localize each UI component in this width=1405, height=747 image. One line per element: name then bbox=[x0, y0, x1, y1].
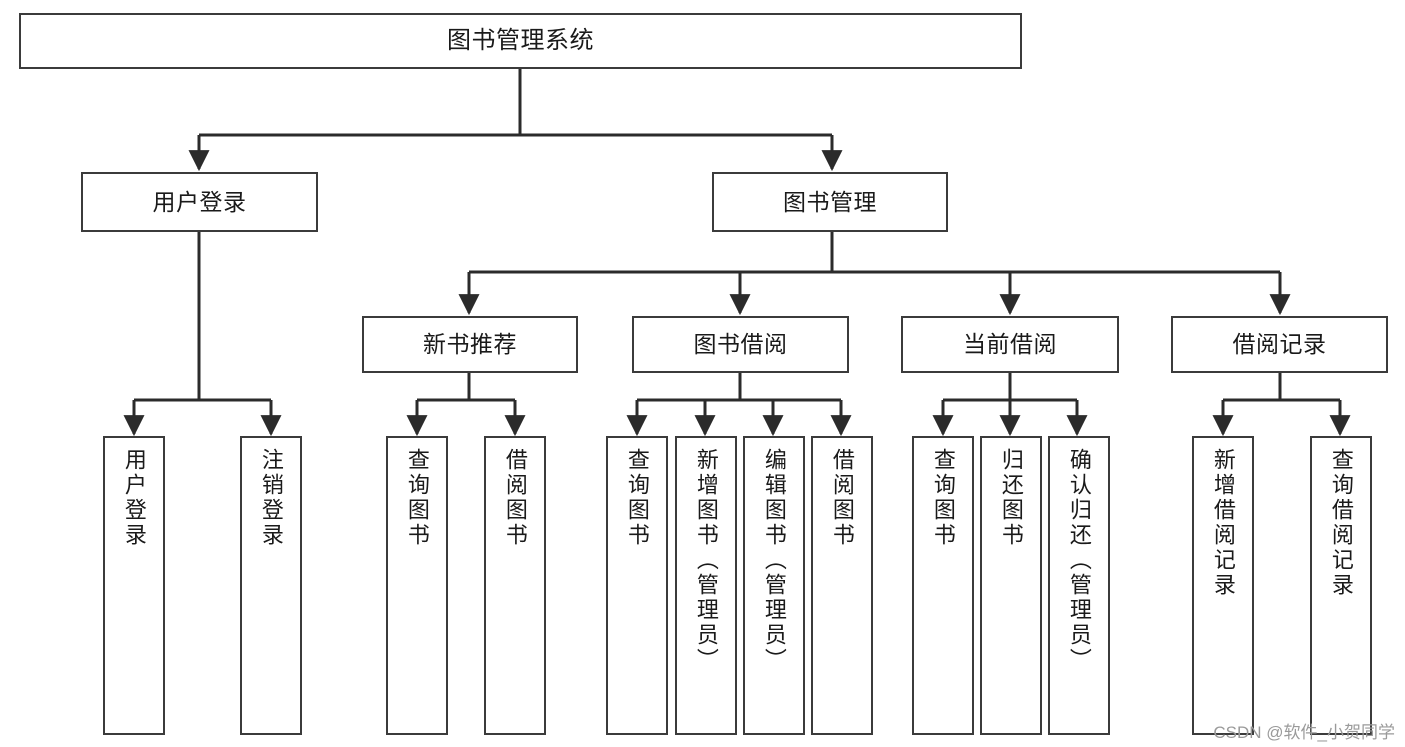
node-label: 当前借阅 bbox=[963, 331, 1057, 358]
node-label: 用户登录 bbox=[121, 448, 147, 548]
leaf-current-borrow-return-book[interactable]: 归还图书 bbox=[980, 436, 1042, 735]
leaf-book-borrow-add-book-admin[interactable]: 新增图书（管理员） bbox=[675, 436, 737, 735]
leaf-book-borrow-edit-book-admin[interactable]: 编辑图书（管理员） bbox=[743, 436, 805, 735]
node-label: 新增借阅记录 bbox=[1210, 448, 1236, 598]
node-label: 借阅记录 bbox=[1232, 331, 1327, 358]
leaf-book-borrow-query-book[interactable]: 查询图书 bbox=[606, 436, 668, 735]
node-label: 用户登录 bbox=[152, 188, 247, 215]
node-borrow-record[interactable]: 借阅记录 bbox=[1171, 316, 1388, 373]
node-label: 编辑图书（管理员） bbox=[761, 448, 787, 673]
leaf-borrow-record-add-record[interactable]: 新增借阅记录 bbox=[1192, 436, 1254, 735]
node-label: 查询图书 bbox=[404, 448, 430, 548]
node-current-borrow[interactable]: 当前借阅 bbox=[901, 316, 1119, 373]
node-label: 图书管理系统 bbox=[447, 27, 594, 55]
node-label: 注销登录 bbox=[258, 448, 284, 548]
node-user-login[interactable]: 用户登录 bbox=[81, 172, 318, 232]
node-label: 借阅图书 bbox=[502, 448, 528, 548]
node-label: 图书管理 bbox=[783, 188, 877, 215]
leaf-book-borrow-borrow-book[interactable]: 借阅图书 bbox=[811, 436, 873, 735]
leaf-new-book-query-book[interactable]: 查询图书 bbox=[386, 436, 448, 735]
leaf-user-login-logout[interactable]: 注销登录 bbox=[240, 436, 302, 735]
leaf-new-book-borrow-book[interactable]: 借阅图书 bbox=[484, 436, 546, 735]
node-label: 新书推荐 bbox=[423, 331, 517, 358]
leaf-current-borrow-query-book[interactable]: 查询图书 bbox=[912, 436, 974, 735]
leaf-user-login-login[interactable]: 用户登录 bbox=[103, 436, 165, 735]
node-label: 查询图书 bbox=[624, 448, 650, 548]
csdn-watermark: CSDN @软件_小贺同学 bbox=[1213, 723, 1395, 742]
node-label: 归还图书 bbox=[998, 448, 1024, 548]
leaf-borrow-record-query-record[interactable]: 查询借阅记录 bbox=[1310, 436, 1372, 735]
node-label: 图书借阅 bbox=[693, 331, 788, 358]
node-label: 新增图书（管理员） bbox=[693, 448, 719, 673]
node-root-book-management-system[interactable]: 图书管理系统 bbox=[19, 13, 1022, 69]
node-label: 借阅图书 bbox=[829, 448, 855, 548]
node-label: 查询图书 bbox=[930, 448, 956, 548]
node-book-borrow[interactable]: 图书借阅 bbox=[632, 316, 849, 373]
node-label: 查询借阅记录 bbox=[1328, 448, 1354, 598]
node-new-book-recommend[interactable]: 新书推荐 bbox=[362, 316, 578, 373]
node-label: 确认归还（管理员） bbox=[1066, 448, 1092, 673]
node-book-management[interactable]: 图书管理 bbox=[712, 172, 948, 232]
leaf-current-borrow-confirm-return-admin[interactable]: 确认归还（管理员） bbox=[1048, 436, 1110, 735]
